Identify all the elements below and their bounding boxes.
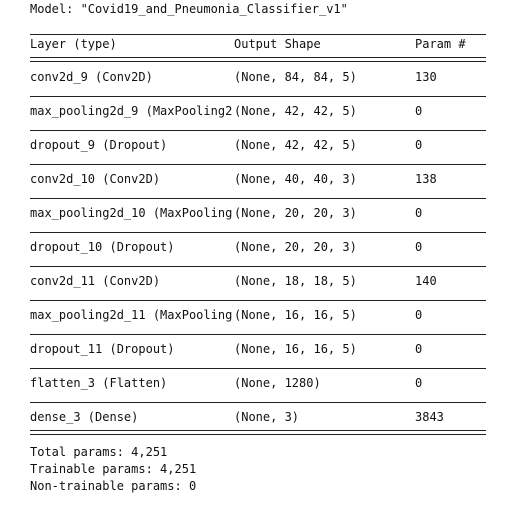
- model-title: Model: "Covid19_and_Pneumonia_Classifier…: [30, 2, 348, 16]
- param-count-cell: 0: [415, 308, 423, 322]
- output-shape-cell: (None, 84, 84, 5): [234, 70, 357, 84]
- param-count-cell: 0: [415, 104, 423, 118]
- output-shape-cell: (None, 1280): [234, 376, 321, 390]
- output-shape-cell: (None, 3): [234, 410, 300, 424]
- output-shape-cell: (None, 16, 16, 5): [234, 342, 357, 356]
- output-shape-cell: (None, 20, 20, 3): [234, 206, 357, 220]
- param-count-cell: 0: [415, 138, 423, 152]
- row-separator: [30, 130, 486, 131]
- top-rule: [30, 34, 486, 35]
- output-shape-cell: (None, 16, 16, 5): [234, 308, 357, 322]
- total-params: Total params: 4,251: [30, 445, 168, 459]
- row-separator: [30, 266, 486, 267]
- layer-name-cell: max_pooling2d_10 (MaxPooling: [30, 206, 233, 220]
- layer-name-cell: conv2d_10 (Conv2D): [30, 172, 161, 186]
- output-shape-cell: (None, 40, 40, 3): [234, 172, 357, 186]
- layer-name-cell: flatten_3 (Flatten): [30, 376, 168, 390]
- row-separator: [30, 334, 486, 335]
- trainable-params: Trainable params: 4,251: [30, 462, 197, 476]
- row-separator: [30, 368, 486, 369]
- row-separator: [30, 402, 486, 403]
- layer-name-cell: conv2d_9 (Conv2D): [30, 70, 153, 84]
- param-count-cell: 0: [415, 376, 423, 390]
- row-separator: [30, 232, 486, 233]
- output-shape-cell: (None, 42, 42, 5): [234, 138, 357, 152]
- output-shape-cell: (None, 20, 20, 3): [234, 240, 357, 254]
- param-count-cell: 3843: [415, 410, 444, 424]
- param-count-cell: 0: [415, 206, 423, 220]
- header-param: Param #: [415, 37, 466, 51]
- param-count-cell: 0: [415, 240, 423, 254]
- param-count-cell: 130: [415, 70, 437, 84]
- output-shape-cell: (None, 18, 18, 5): [234, 274, 357, 288]
- layer-name-cell: dropout_11 (Dropout): [30, 342, 175, 356]
- row-separator: [30, 198, 486, 199]
- layer-name-cell: dropout_9 (Dropout): [30, 138, 168, 152]
- row-separator: [30, 164, 486, 165]
- row-separator: [30, 300, 486, 301]
- param-count-cell: 0: [415, 342, 423, 356]
- header-layer: Layer (type): [30, 37, 117, 51]
- header-double-rule: [30, 57, 486, 62]
- output-shape-cell: (None, 42, 42, 5): [234, 104, 357, 118]
- layer-name-cell: max_pooling2d_9 (MaxPooling2: [30, 104, 233, 118]
- param-count-cell: 140: [415, 274, 437, 288]
- param-count-cell: 138: [415, 172, 437, 186]
- non-trainable-params: Non-trainable params: 0: [30, 479, 197, 493]
- layer-name-cell: max_pooling2d_11 (MaxPooling: [30, 308, 233, 322]
- layer-name-cell: dense_3 (Dense): [30, 410, 139, 424]
- layer-name-cell: conv2d_11 (Conv2D): [30, 274, 161, 288]
- row-separator: [30, 96, 486, 97]
- layer-name-cell: dropout_10 (Dropout): [30, 240, 175, 254]
- header-output-shape: Output Shape: [234, 37, 321, 51]
- footer-double-rule: [30, 430, 486, 435]
